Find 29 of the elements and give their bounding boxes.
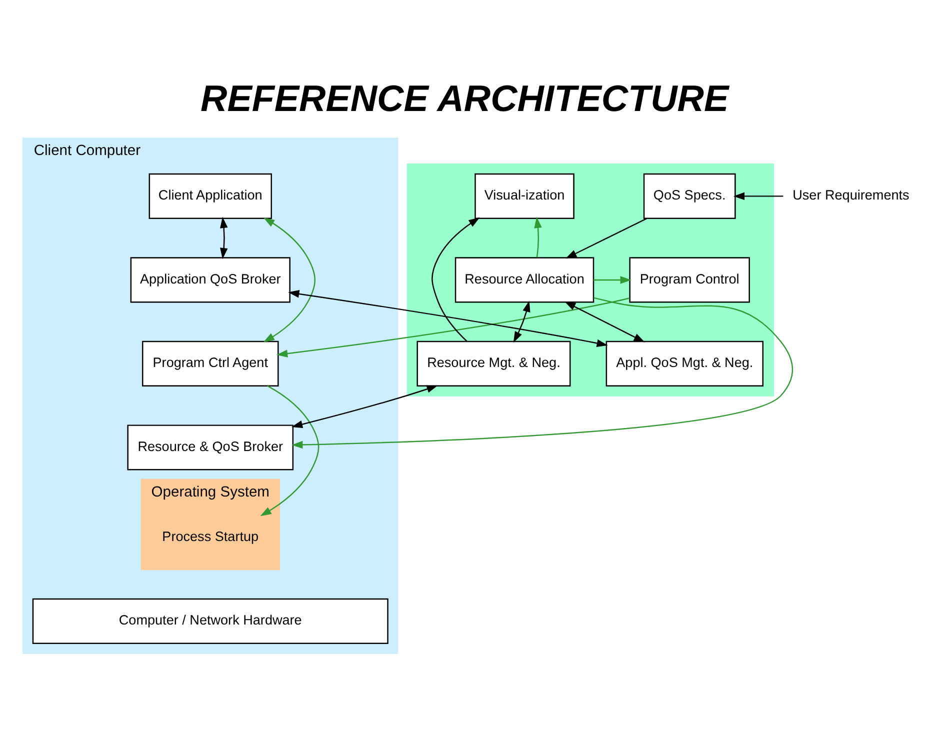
node-box: Computer / Network Hardware: [32, 598, 388, 644]
arrow: [513, 300, 530, 342]
node-box: Appl. QoS Mgt. & Neg.: [606, 340, 764, 386]
arrow: [534, 216, 542, 257]
arrow: [733, 192, 784, 200]
cluster: [406, 163, 774, 396]
arrow: [263, 217, 316, 342]
arrow: [260, 384, 320, 516]
arrow: [288, 290, 608, 346]
node-box: Resource Mgt. & Neg.: [416, 340, 571, 386]
node-box: Resource & QoS Broker: [127, 424, 294, 470]
arrow: [432, 216, 480, 342]
node-text: User Requirements: [792, 187, 910, 202]
node-box: Application QoS Broker: [130, 256, 290, 302]
arrow: [220, 216, 228, 259]
arrow: [594, 276, 632, 284]
node-text: Process Startup: [162, 528, 259, 544]
node-box: Visual-ization: [474, 172, 574, 218]
node-box: Program Control: [629, 256, 750, 302]
node-box: Resource Allocation: [454, 256, 594, 302]
arrow: [566, 218, 647, 258]
arrow: [564, 301, 645, 342]
node-box: Client Application: [148, 172, 272, 218]
arrow: [291, 384, 438, 428]
node-box: Program Ctrl Agent: [142, 340, 279, 386]
node-box: QoS Specs.: [643, 172, 736, 218]
arrow: [276, 297, 630, 357]
arrow: [292, 296, 793, 448]
diagram-title: REFERENCE ARCHITECTURE: [200, 78, 729, 119]
